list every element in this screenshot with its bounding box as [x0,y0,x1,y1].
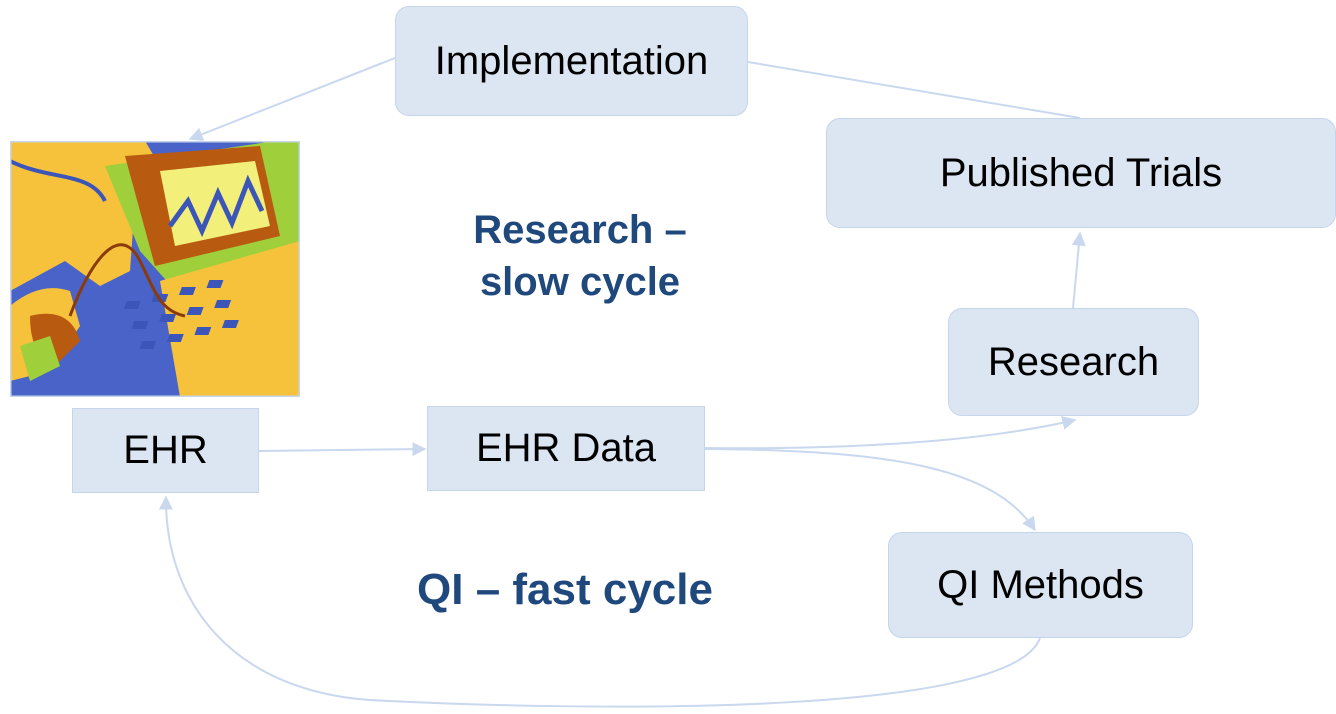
node-published-trials: Published Trials [826,118,1336,228]
node-ehr-data: EHR Data [427,406,705,491]
research-label-line2: slow cycle [479,260,681,304]
arrow-ehrdata-to-research [704,416,1077,450]
node-qi-methods: QI Methods [888,532,1193,638]
node-ehr-label: EHR [123,428,208,472]
arrow-ehrdata-to-qi [704,448,1036,532]
arrow-research-to-published [1071,231,1086,309]
computer-clipart-icon [10,141,300,397]
arrow-published-to-implementation [747,61,1081,119]
node-ehr: EHR [72,408,259,493]
node-implementation-label: Implementation [434,38,709,83]
node-research-label: Research [987,339,1160,384]
node-ehr-data-label: EHR Data [475,426,657,470]
research-label-line1: Research – [473,208,687,252]
node-qi-methods-label: QI Methods [937,562,1144,607]
node-research: Research [948,308,1199,416]
arrow-qi-to-ehr [158,495,1041,708]
node-published-trials-label: Published Trials [939,150,1223,195]
arrow-implementation-to-ehr [188,57,396,141]
qi-fast-cycle-label: QI – fast cycle [417,565,713,614]
node-implementation: Implementation [395,6,748,116]
arrow-ehr-to-ehrdata [258,442,427,457]
research-slow-cycle-label: Research – slow cycle [430,204,730,308]
